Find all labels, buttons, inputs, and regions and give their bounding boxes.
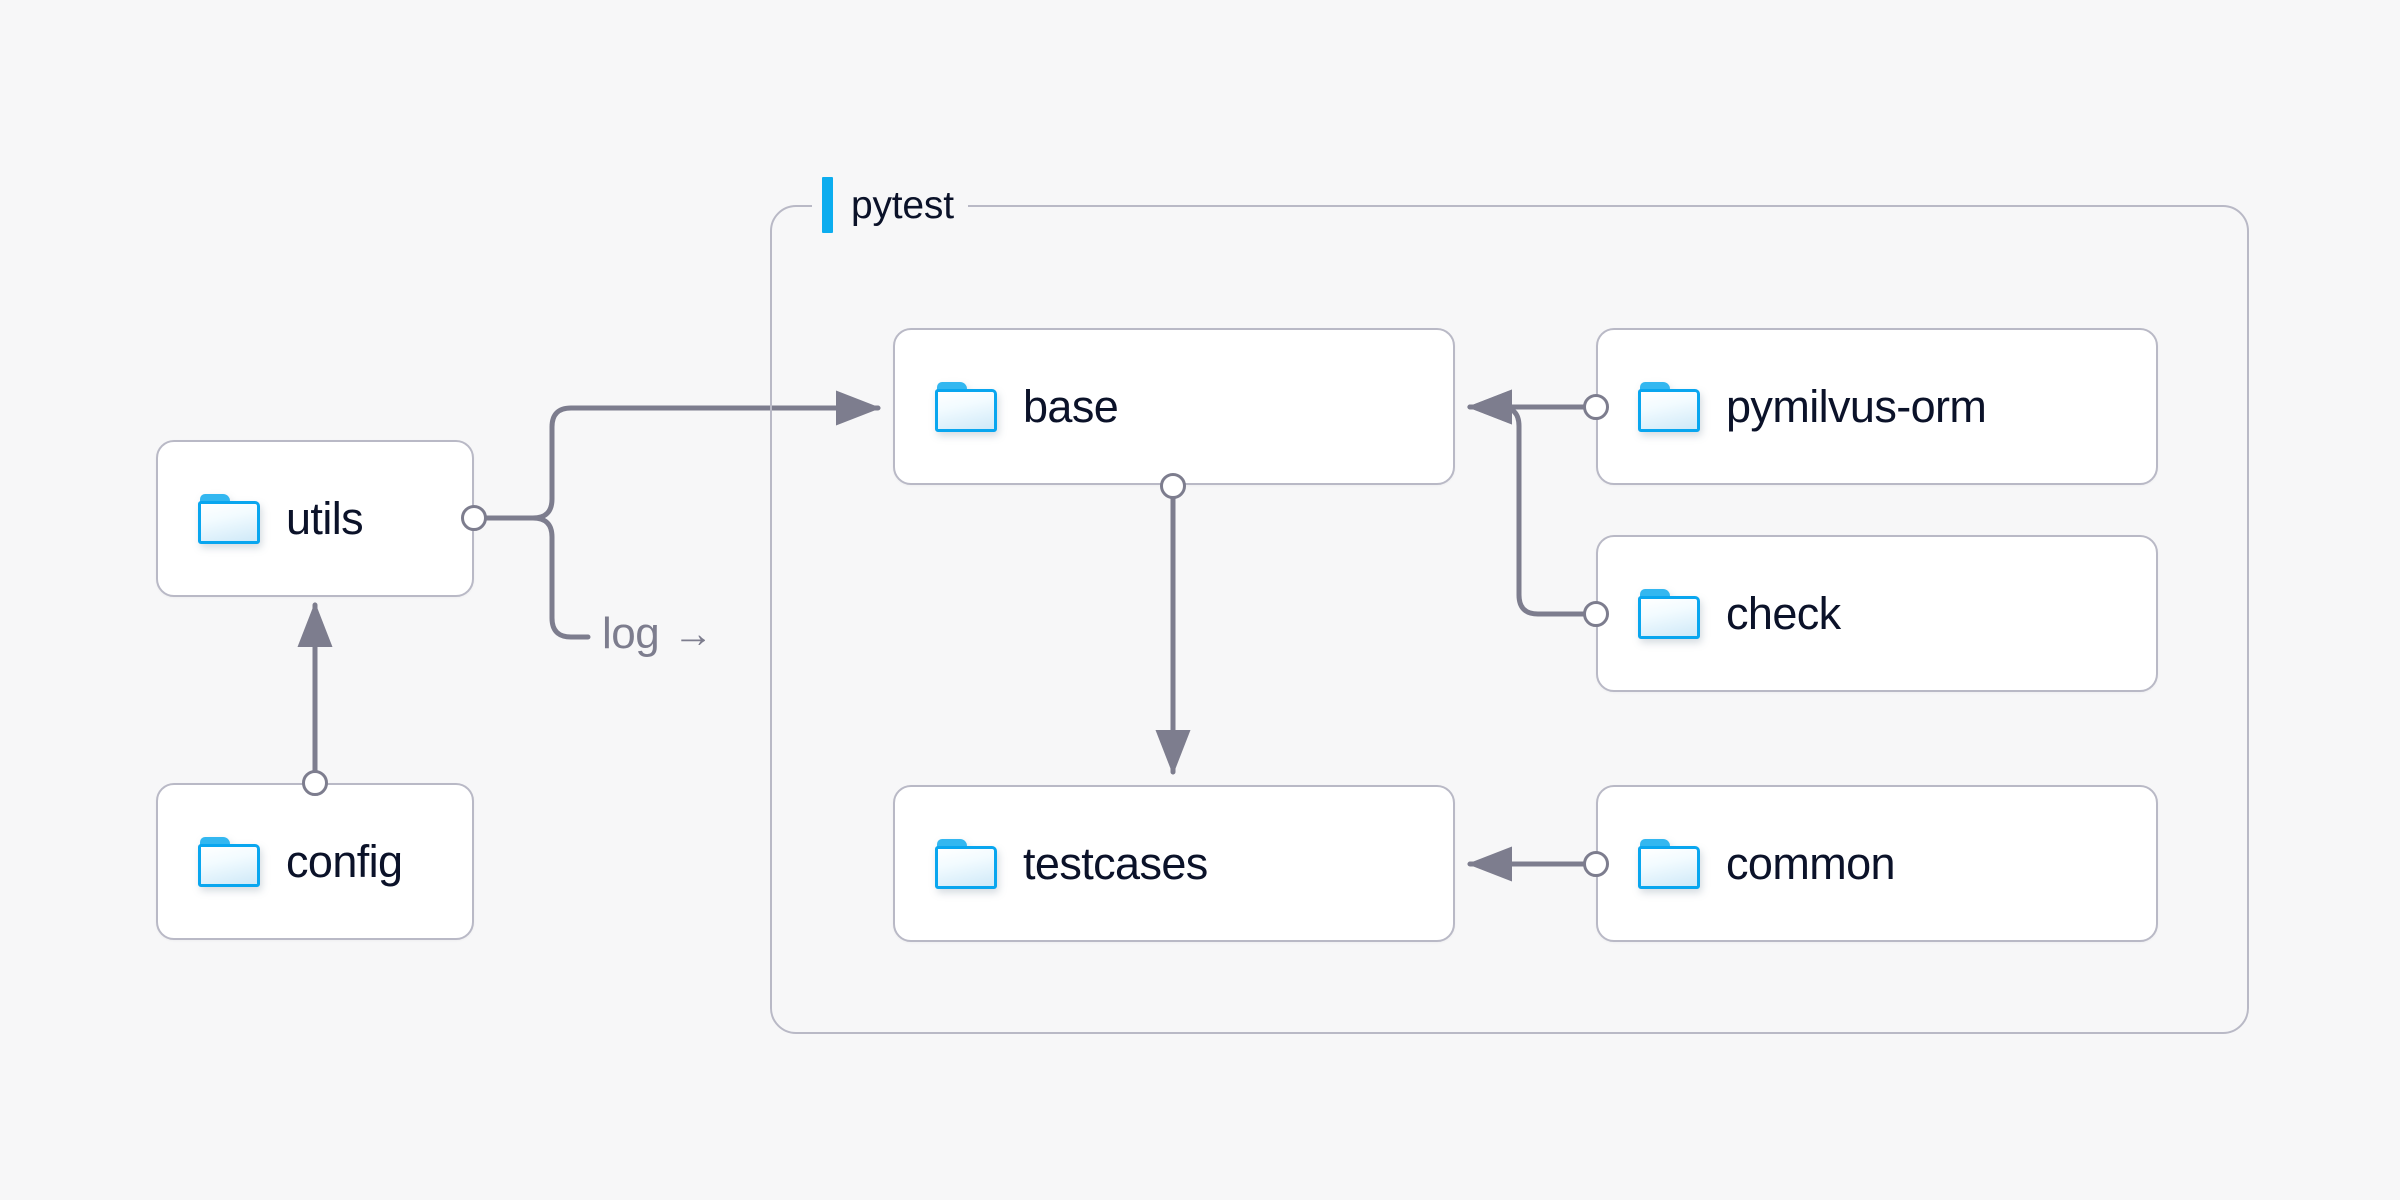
- edge-label-log: log →: [602, 612, 713, 656]
- node-utils[interactable]: utils: [156, 440, 474, 597]
- node-pymilvus-orm[interactable]: pymilvus-orm: [1596, 328, 2158, 485]
- port-common-left[interactable]: [1583, 851, 1609, 877]
- folder-icon: [935, 381, 997, 432]
- folder-icon: [935, 838, 997, 889]
- group-label-text: pytest: [851, 183, 954, 227]
- node-config-content: config: [158, 836, 403, 887]
- arrow-right-icon: →: [673, 612, 714, 656]
- node-check-label: check: [1726, 588, 1841, 639]
- group-label-pytest[interactable]: pytest: [812, 175, 968, 235]
- node-check[interactable]: check: [1596, 535, 2158, 692]
- node-common-content: common: [1598, 838, 1896, 889]
- node-testcases-content: testcases: [895, 838, 1208, 889]
- port-check-left[interactable]: [1583, 601, 1609, 627]
- folder-icon: [1638, 381, 1700, 432]
- node-pymilvus-orm-label: pymilvus-orm: [1726, 381, 1987, 432]
- node-base-label: base: [1023, 381, 1119, 432]
- node-common[interactable]: common: [1596, 785, 2158, 942]
- node-base-content: base: [895, 381, 1119, 432]
- folder-icon: [198, 836, 260, 887]
- node-utils-label: utils: [286, 493, 364, 544]
- node-config-label: config: [286, 836, 403, 887]
- node-testcases[interactable]: testcases: [893, 785, 1455, 942]
- folder-icon: [1638, 838, 1700, 889]
- node-config[interactable]: config: [156, 783, 474, 940]
- node-pymilvus-orm-content: pymilvus-orm: [1598, 381, 1987, 432]
- folder-icon: [198, 493, 260, 544]
- edge-label-log-text: log: [602, 609, 660, 658]
- node-testcases-label: testcases: [1023, 838, 1208, 889]
- node-check-content: check: [1598, 588, 1841, 639]
- port-utils-right[interactable]: [461, 505, 487, 531]
- folder-icon: [1638, 588, 1700, 639]
- group-container-pytest[interactable]: [770, 205, 2249, 1034]
- edge-utils-log: [530, 515, 591, 640]
- group-accent-bar: [822, 177, 833, 233]
- port-pymilvus-orm-left[interactable]: [1583, 394, 1609, 420]
- node-common-label: common: [1726, 838, 1896, 889]
- node-utils-content: utils: [158, 493, 364, 544]
- port-config-top[interactable]: [302, 770, 328, 796]
- port-base-bottom[interactable]: [1160, 473, 1186, 499]
- node-base[interactable]: base: [893, 328, 1455, 485]
